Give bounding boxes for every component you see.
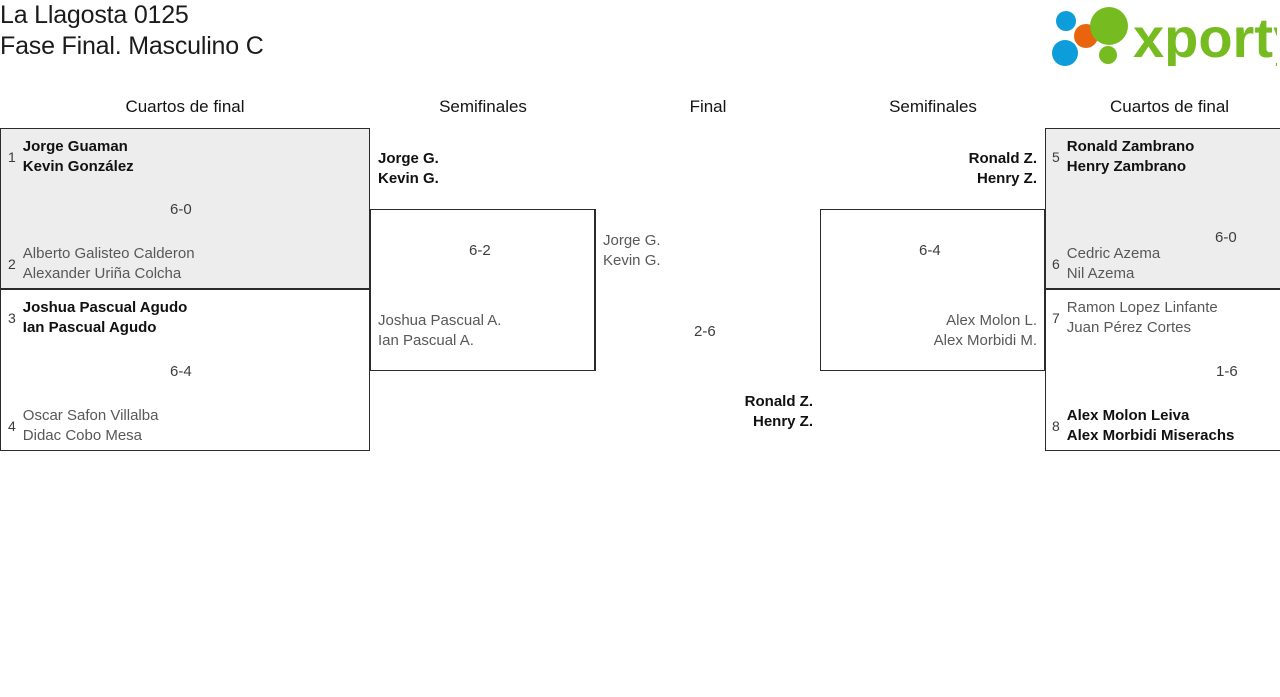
player-name-1: Ramon Lopez Linfante bbox=[1066, 299, 1218, 316]
seed-number: 2 bbox=[8, 255, 16, 272]
logo-dot-blue-bottom bbox=[1052, 40, 1078, 66]
player-name-1: Jorge G. bbox=[378, 150, 439, 167]
match-box-sf-right[interactable] bbox=[820, 209, 1045, 371]
team-final-bottom[interactable]: Ronald Z. Henry Z. bbox=[563, 392, 813, 431]
round-header-quarterfinals-left: Cuartos de final bbox=[125, 97, 245, 116]
player-name-1: Alberto Galisteo Calderon bbox=[22, 245, 195, 262]
match-box-qf1-right[interactable] bbox=[1045, 128, 1280, 289]
seed-number: 8 bbox=[1052, 417, 1060, 434]
team-final-top[interactable]: Jorge G. Kevin G. bbox=[603, 231, 661, 270]
player-name-2: Alexander Uriña Colcha bbox=[22, 264, 182, 282]
team-sf-left-bottom[interactable]: Joshua Pascual A. Ian Pascual A. bbox=[378, 311, 501, 350]
team-sf-right-bottom[interactable]: Alex Molon L. Alex Morbidi M. bbox=[787, 311, 1037, 350]
score-sf-left: 6-2 bbox=[469, 242, 491, 259]
final-connector-left bbox=[595, 209, 596, 371]
score-qf2-right: 1-6 bbox=[1216, 363, 1238, 380]
round-header-semifinals-right: Semifinales bbox=[889, 97, 977, 116]
player-name-1: Cedric Azema bbox=[1066, 245, 1161, 262]
match-box-qf2-right[interactable] bbox=[1045, 289, 1280, 451]
player-name-1: Ronald Z. bbox=[968, 150, 1037, 167]
player-name-1: Alex Molon L. bbox=[946, 312, 1037, 329]
logo-dot-green-small bbox=[1099, 46, 1117, 64]
player-name-2: Didac Cobo Mesa bbox=[22, 426, 143, 444]
player-name-2: Nil Azema bbox=[1066, 264, 1135, 282]
player-name-2: Henry Z. bbox=[976, 169, 1037, 187]
score-qf1-right: 6-0 bbox=[1215, 229, 1237, 246]
team-sf-right-top[interactable]: Ronald Z. Henry Z. bbox=[787, 149, 1037, 188]
seed-number: 7 bbox=[1052, 309, 1060, 326]
xporty-logo[interactable]: xporty bbox=[1047, 4, 1277, 66]
player-name-1: Alex Molon Leiva bbox=[1066, 407, 1190, 424]
player-name-1: Joshua Pascual A. bbox=[378, 312, 502, 329]
round-header-semifinals-left: Semifinales bbox=[439, 97, 527, 116]
page-title: La Llagosta 0125 Fase Final. Masculino C bbox=[0, 0, 264, 62]
team-qf1-left-top[interactable]: 1 Jorge Guaman Kevin González bbox=[8, 137, 134, 176]
score-qf1-left: 6-0 bbox=[170, 201, 192, 218]
player-name-1: Jorge G. bbox=[603, 232, 661, 249]
player-name-1: Oscar Safon Villalba bbox=[22, 407, 159, 424]
player-name-2: Henry Zambrano bbox=[1066, 157, 1186, 175]
match-box-sf-left[interactable] bbox=[370, 209, 595, 371]
logo-wordmark: xporty bbox=[1133, 6, 1277, 66]
player-name-2: Juan Pérez Cortes bbox=[1066, 318, 1192, 336]
seed-number: 4 bbox=[8, 417, 16, 434]
player-name-2: Henry Z. bbox=[752, 412, 813, 430]
team-qf1-right-top[interactable]: 5 Ronald Zambrano Henry Zambrano bbox=[1052, 137, 1194, 176]
team-qf2-left-top[interactable]: 3 Joshua Pascual Agudo Ian Pascual Agudo bbox=[8, 298, 187, 337]
player-name-2: Alex Morbidi Miserachs bbox=[1066, 426, 1235, 444]
player-name-2: Kevin González bbox=[22, 157, 134, 175]
score-final: 2-6 bbox=[694, 323, 716, 340]
player-name-1: Ronald Zambrano bbox=[1066, 138, 1195, 155]
player-name-2: Kevin G. bbox=[603, 251, 661, 269]
match-box-qf2-left[interactable] bbox=[0, 289, 370, 451]
logo-dot-blue-top bbox=[1056, 11, 1076, 31]
team-qf2-left-bottom[interactable]: 4 Oscar Safon Villalba Didac Cobo Mesa bbox=[8, 406, 158, 445]
seed-number: 1 bbox=[8, 148, 16, 165]
player-name-1: Joshua Pascual Agudo bbox=[22, 299, 188, 316]
tournament-phase: Fase Final. Masculino C bbox=[0, 32, 264, 60]
round-header-final: Final bbox=[689, 97, 727, 116]
seed-number: 6 bbox=[1052, 255, 1060, 272]
seed-number: 5 bbox=[1052, 148, 1060, 165]
team-qf2-right-top[interactable]: 7 Ramon Lopez Linfante Juan Pérez Cortes bbox=[1052, 298, 1218, 337]
logo-dot-green-large bbox=[1090, 7, 1128, 45]
team-sf-left-top[interactable]: Jorge G. Kevin G. bbox=[378, 149, 439, 188]
player-name-1: Jorge Guaman bbox=[22, 138, 128, 155]
seed-number: 3 bbox=[8, 309, 16, 326]
score-qf2-left: 6-4 bbox=[170, 363, 192, 380]
tournament-name: La Llagosta 0125 bbox=[0, 1, 189, 29]
team-qf1-right-bottom[interactable]: 6 Cedric Azema Nil Azema bbox=[1052, 244, 1160, 283]
score-sf-right: 6-4 bbox=[919, 242, 941, 259]
team-qf1-left-bottom[interactable]: 2 Alberto Galisteo Calderon Alexander Ur… bbox=[8, 244, 195, 283]
player-name-2: Ian Pascual Agudo bbox=[22, 318, 157, 336]
player-name-2: Kevin G. bbox=[378, 169, 439, 187]
player-name-1: Ronald Z. bbox=[744, 393, 813, 410]
match-box-qf1-left[interactable] bbox=[0, 128, 370, 289]
player-name-2: Ian Pascual A. bbox=[378, 331, 474, 349]
player-name-2: Alex Morbidi M. bbox=[933, 331, 1037, 349]
round-header-quarterfinals-right: Cuartos de final bbox=[1110, 97, 1230, 116]
team-qf2-right-bottom[interactable]: 8 Alex Molon Leiva Alex Morbidi Miserach… bbox=[1052, 406, 1234, 445]
